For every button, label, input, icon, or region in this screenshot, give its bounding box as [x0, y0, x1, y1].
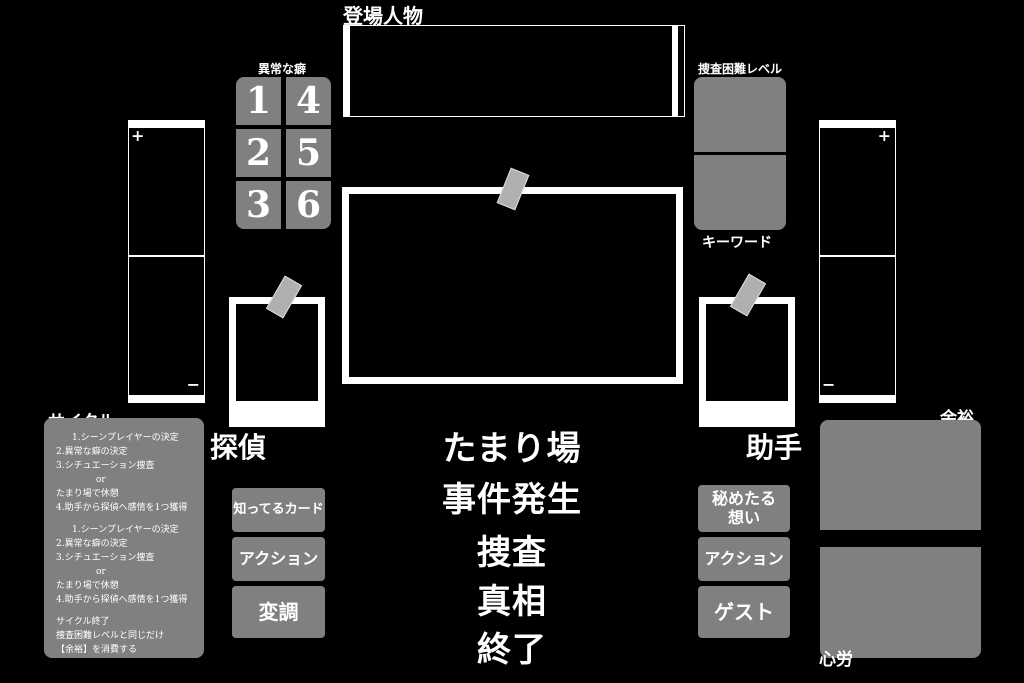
left-track[interactable]: + −: [128, 120, 205, 403]
yoyu-box[interactable]: [820, 420, 981, 530]
die-1[interactable]: 1: [236, 77, 281, 125]
cycle-line: 4.助手から探偵へ感情を1つ獲得: [56, 503, 188, 513]
cycle-line: 3.シチュエーション捜査: [56, 461, 155, 471]
difficulty-panel[interactable]: [694, 77, 786, 230]
phase-shuryou[interactable]: 終了: [477, 630, 547, 670]
die-5[interactable]: 5: [286, 129, 331, 177]
detective-photo[interactable]: [229, 297, 325, 427]
cycle-line: 2.異常な癖の決定: [56, 447, 128, 457]
cycle-line: 4.助手から探偵へ感情を1つ獲得: [56, 595, 188, 605]
keyword-label: キーワード: [702, 235, 772, 251]
hidden-feelings-button[interactable]: 秘めたる想い: [698, 485, 790, 532]
cycle-line: or: [96, 475, 106, 485]
shinrou-box[interactable]: [820, 547, 981, 658]
phase-tamariba[interactable]: たまり場: [442, 429, 582, 469]
die-4[interactable]: 4: [286, 77, 331, 125]
detective-label: 探偵: [210, 431, 267, 464]
cycle-line: or: [96, 567, 106, 577]
cycle-line: 3.シチュエーション捜査: [56, 553, 155, 563]
henchou-button[interactable]: 変調: [232, 586, 325, 638]
detective-action-button[interactable]: アクション: [232, 537, 325, 581]
right-minus-icon[interactable]: −: [822, 375, 836, 394]
scene-frame[interactable]: [342, 187, 683, 384]
abnormal-habit-title: 異常な癖: [258, 62, 307, 76]
phase-jiken[interactable]: 事件発生: [442, 480, 582, 520]
cycle-line: 【余裕】を消費する: [56, 645, 138, 655]
cycle-line: 1.シーンプレイヤーの決定: [72, 433, 179, 443]
guest-button[interactable]: ゲスト: [698, 586, 790, 638]
known-cards-button[interactable]: 知ってるカード: [232, 488, 325, 532]
phase-sousa[interactable]: 捜査: [477, 533, 547, 573]
die-6[interactable]: 6: [286, 181, 331, 229]
characters-box[interactable]: [343, 25, 685, 117]
left-minus-icon[interactable]: −: [186, 375, 200, 394]
right-plus-icon[interactable]: +: [877, 126, 891, 145]
cycle-panel: 1.シーンプレイヤーの決定 2.異常な癖の決定 3.シチュエーション捜査 or …: [44, 418, 204, 658]
cycle-line: サイクル終了: [56, 617, 110, 627]
die-2[interactable]: 2: [236, 129, 281, 177]
right-track[interactable]: + −: [819, 120, 896, 403]
cycle-line: たまり場で休憩: [56, 581, 119, 591]
cycle-line: 2.異常な癖の決定: [56, 539, 128, 549]
cycle-line: 捜査困難レベルと同じだけ: [56, 631, 165, 641]
cycle-line: 1.シーンプレイヤーの決定: [72, 525, 179, 535]
assistant-label: 助手: [746, 431, 803, 464]
left-plus-icon[interactable]: +: [131, 126, 145, 145]
abnormal-habit-grid: 1 4 2 5 3 6: [236, 77, 331, 230]
phase-shinsou[interactable]: 真相: [477, 582, 547, 622]
difficulty-title: 捜査困難レベル: [698, 62, 783, 76]
assistant-action-button[interactable]: アクション: [698, 537, 790, 581]
shinrou-label: 心労: [819, 650, 853, 670]
die-3[interactable]: 3: [236, 181, 281, 229]
cycle-line: たまり場で休憩: [56, 489, 119, 499]
characters-title: 登場人物: [343, 4, 423, 28]
